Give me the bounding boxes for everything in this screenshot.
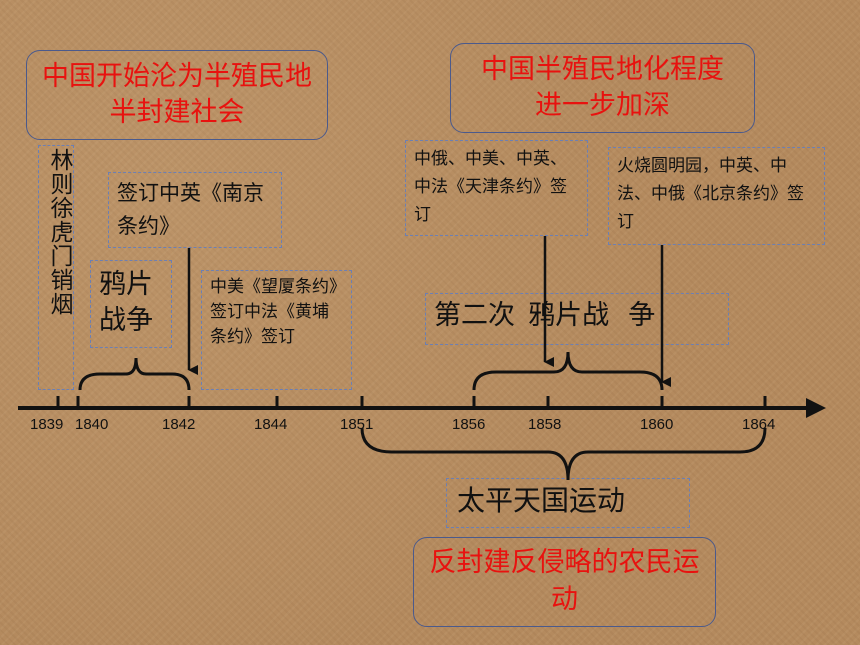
taiping-nature-label: 反封建反侵略的农民运动 xyxy=(429,547,700,615)
nanjing-treaty-label: 签订中英《南京条约》 xyxy=(117,181,264,238)
year-label-1844: 1844 xyxy=(254,416,288,433)
year-label-1840: 1840 xyxy=(75,416,109,433)
beijing-treaty-box: 火烧圆明园，中英、中法、中俄《北京条约》签订 xyxy=(608,147,825,245)
opium-war-box: 鸦片战争 xyxy=(90,260,172,348)
second-opium-war-label-part2: 鸦片战 xyxy=(528,300,610,331)
year-label-1839: 1839 xyxy=(30,416,64,433)
year-label-1858: 1858 xyxy=(528,416,562,433)
left-period-title-box: 中国开始沦为半殖民地半封建社会 xyxy=(26,50,328,140)
year-label-1860: 1860 xyxy=(640,416,674,433)
right-period-title: 中国半殖民地化程度进一步加深 xyxy=(481,54,724,121)
taiping-nature-box: 反封建反侵略的农民运动 xyxy=(413,537,716,627)
tianjin-treaty-label: 中俄、中美、中英、中法《天津条约》签订 xyxy=(414,149,567,225)
right-period-title-box: 中国半殖民地化程度进一步加深 xyxy=(450,43,755,133)
left-period-title: 中国开始沦为半殖民地半封建社会 xyxy=(42,61,312,128)
timeline-ticks xyxy=(56,396,767,408)
year-label-1851: 1851 xyxy=(340,416,374,433)
timeline-arrowhead xyxy=(806,398,826,418)
opium-war-brace xyxy=(78,357,191,391)
lin-zexu-label: 林则徐虎门销烟 xyxy=(46,148,72,316)
year-label-1842: 1842 xyxy=(162,416,196,433)
wangxia-huangpu-label: 中美《望厦条约》签订中法《黄埔条约》签订 xyxy=(210,277,338,347)
second-opium-war-label-part3: 争 xyxy=(628,300,656,331)
wangxia-huangpu-box: 中美《望厦条约》签订中法《黄埔条约》签订 xyxy=(201,270,352,390)
taiping-brace xyxy=(360,427,767,481)
year-label-1856: 1856 xyxy=(452,416,486,433)
year-label-1864: 1864 xyxy=(742,416,776,433)
opium-war-label: 鸦片战争 xyxy=(99,269,153,336)
taiping-label: 太平天国运动 xyxy=(457,484,626,517)
beijing-treaty-label: 火烧圆明园，中英、中法、中俄《北京条约》签订 xyxy=(617,156,804,232)
second-opium-war-brace xyxy=(472,351,664,391)
nanjing-treaty-box: 签订中英《南京条约》 xyxy=(108,172,282,248)
second-opium-war-box: 第二次 鸦片战 争 xyxy=(425,293,729,345)
tianjin-treaty-box: 中俄、中美、中英、中法《天津条约》签订 xyxy=(405,140,588,236)
lin-zexu-box: 林则徐虎门销烟 xyxy=(38,145,74,390)
second-opium-war-label-part1: 第二次 xyxy=(434,300,515,331)
